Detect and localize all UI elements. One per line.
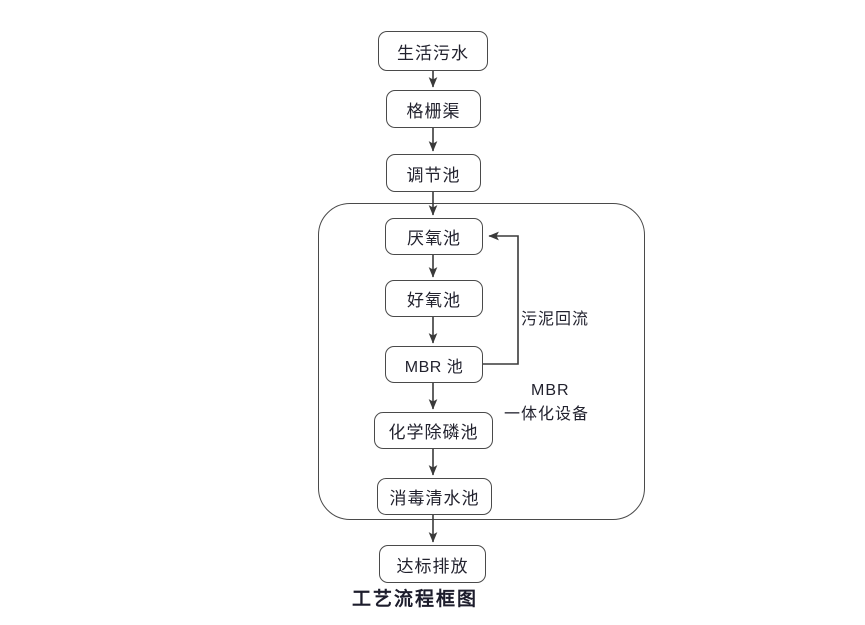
node-anaerobic-tank[interactable]: 厌氧池 (385, 218, 483, 255)
node-grille-channel[interactable]: 格栅渠 (386, 90, 481, 128)
diagram-title: 工艺流程框图 (352, 589, 479, 610)
label-mbr-unit-subtitle: 一体化设备 (504, 406, 590, 423)
node-compliant-discharge[interactable]: 达标排放 (379, 545, 486, 583)
node-chemical-dephosphorization-tank[interactable]: 化学除磷池 (374, 412, 493, 449)
node-influent[interactable]: 生活污水 (378, 31, 488, 71)
node-disinfection-clearwater-tank[interactable]: 消毒清水池 (377, 478, 492, 515)
mbr-integrated-equipment-container (318, 203, 645, 520)
node-aerobic-tank[interactable]: 好氧池 (385, 280, 483, 317)
label-mbr-unit-title: MBR (531, 382, 570, 399)
node-mbr-tank[interactable]: MBR 池 (385, 346, 483, 383)
label-sludge-return: 污泥回流 (521, 311, 590, 328)
node-equalization-tank[interactable]: 调节池 (386, 154, 481, 192)
